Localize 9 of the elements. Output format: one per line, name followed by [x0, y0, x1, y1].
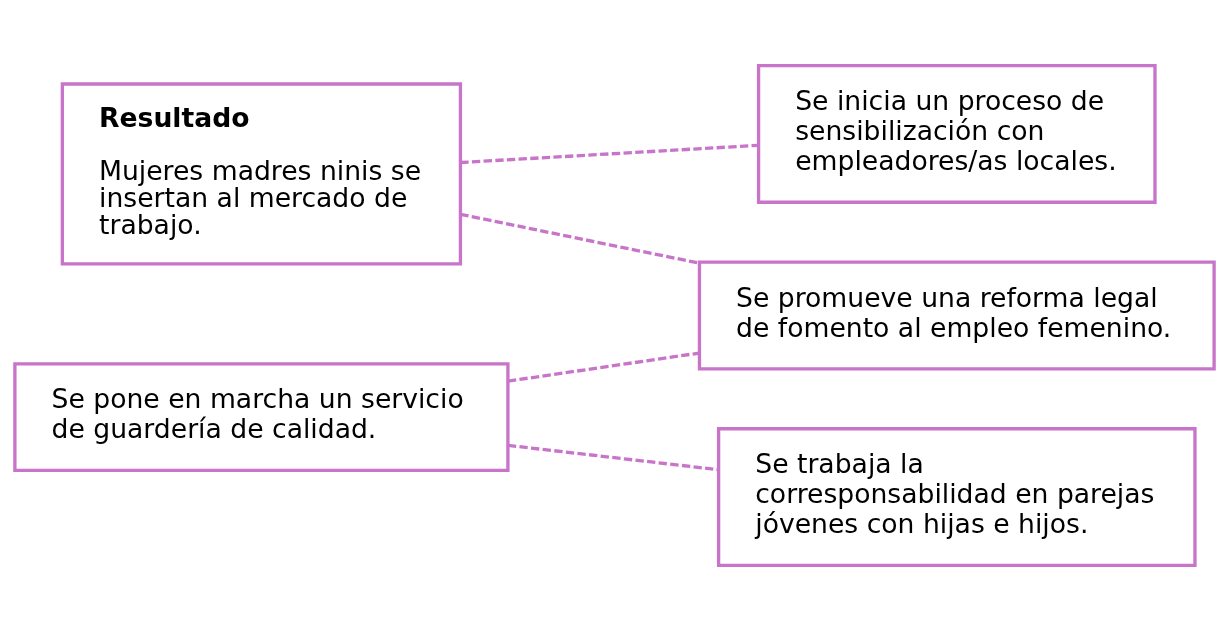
connector	[460, 143, 759, 164]
connector	[507, 443, 719, 471]
node-box: Se trabaja la corresponsabilidad en parejas jóvenes con hijas e hijos.	[716, 426, 1197, 567]
node-box: Se promueve una reforma legal de fomento al empleo femenino.	[697, 260, 1216, 370]
node-box: Resultado Mujeres madres ninis se insertan al mercado de trabajo.	[60, 81, 463, 266]
connector	[507, 350, 700, 383]
connector	[460, 212, 700, 265]
node-box: Se pone en marcha un servicio de guardería de calidad.	[13, 361, 510, 472]
node-box: Se inicia un proceso de sensibilización con empleadores/as locales.	[756, 63, 1157, 204]
